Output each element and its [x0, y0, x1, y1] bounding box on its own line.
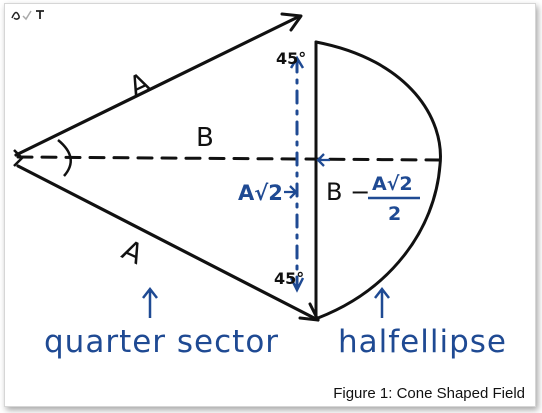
upper-arrowhead	[280, 12, 303, 32]
left-segment-label: A√2	[238, 181, 283, 205]
sector-caption-arrow	[142, 286, 158, 318]
pen-icon[interactable]	[11, 11, 20, 20]
blue-bottom-arrow	[289, 277, 305, 293]
figure-caption: Figure 1: Cone Shaped Field	[330, 384, 528, 403]
upper-side-label: A	[124, 66, 155, 104]
lower-arrowhead	[298, 302, 320, 322]
left-segment-arrow	[284, 185, 298, 199]
upper-side-line	[14, 14, 302, 157]
quarter-sector-caption: quarter sector	[44, 324, 279, 360]
apex-angle-arc	[57, 139, 72, 177]
lower-side-line	[16, 164, 320, 322]
text-tool-icon[interactable]	[36, 10, 44, 19]
center-line-label: B	[196, 123, 214, 153]
right-segment-prefix: B −	[326, 178, 370, 206]
apex-tick	[13, 149, 24, 167]
toolbar-icons	[11, 10, 44, 21]
fraction-denominator: 2	[388, 203, 401, 225]
right-segment-arrow	[316, 153, 330, 167]
blue-top-arrow	[289, 55, 305, 69]
bottom-angle-label: 45°	[274, 269, 304, 288]
annotation-toolbar	[10, 8, 50, 22]
check-icon[interactable]	[22, 10, 32, 21]
half-ellipse-arc	[314, 40, 442, 320]
center-dashed-line	[16, 155, 442, 162]
ellipse-caption-arrow	[374, 286, 390, 318]
fraction-numerator: A√2	[372, 173, 413, 195]
half-ellipse-caption: halfellipse	[338, 324, 507, 360]
top-angle-label: 45°	[276, 49, 306, 68]
lower-side-label: A	[117, 233, 148, 271]
